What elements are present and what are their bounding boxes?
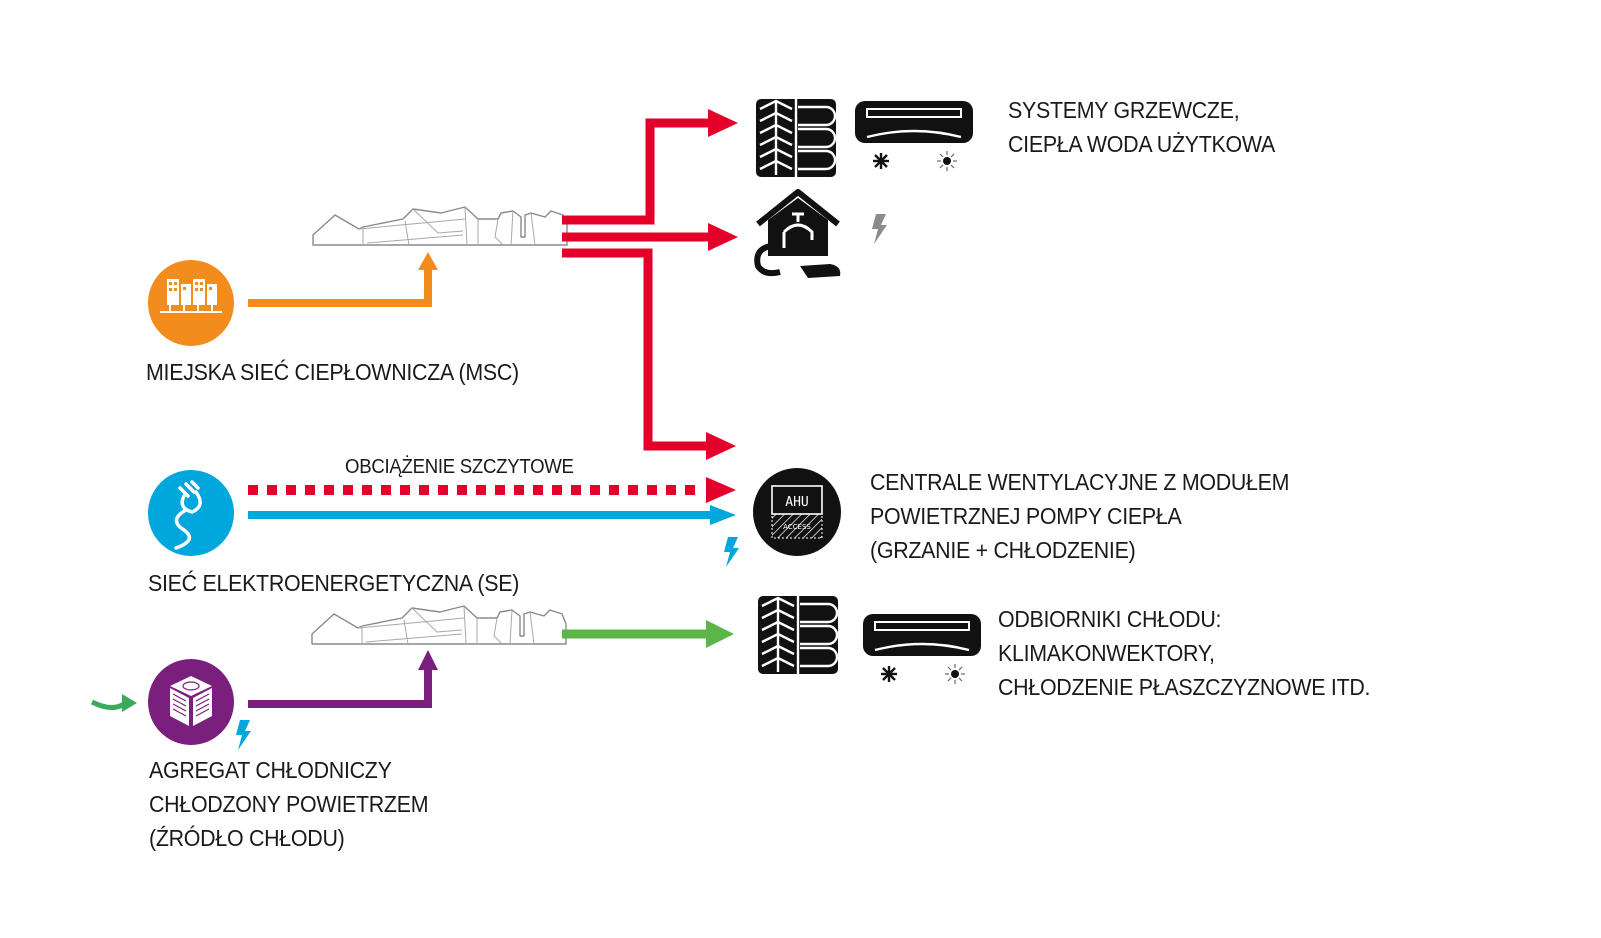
label-line: CHŁODZENIE PŁASZCZYZNOWE ITD. xyxy=(998,674,1371,700)
heat-arrowhead-heating xyxy=(708,109,738,137)
label-line: ODBIORNIKI CHŁODU: xyxy=(998,606,1222,632)
chiller-flow-arrow xyxy=(248,668,432,708)
peak-load-dash xyxy=(514,485,524,495)
label-line: SYSTEMY GRZEWCZE, xyxy=(1008,97,1240,123)
peak-load-dash xyxy=(457,485,467,495)
peak-load-dash xyxy=(552,485,562,495)
ahu-unit-icon: AHU ACCESS xyxy=(753,468,841,556)
peak-load-dash xyxy=(495,485,505,495)
peak-load-dash xyxy=(381,485,391,495)
lightning-bolt-icon xyxy=(724,537,739,567)
label-line: AGREGAT CHŁODNICZY xyxy=(149,757,392,783)
se-source-label: SIEĆ ELEKTROENERGETYCZNA (SE) xyxy=(148,570,520,596)
building-silhouette-bottom xyxy=(311,605,567,645)
split-ac-unit-icon xyxy=(861,612,983,686)
chiller-source-label: AGREGAT CHŁODNICZY CHŁODZONY POWIETRZEM … xyxy=(149,753,429,855)
peak-load-label: OBCIĄŻENIE SZCZYTOWE xyxy=(345,456,574,478)
peak-load-dash xyxy=(533,485,543,495)
peak-load-dash xyxy=(571,485,581,495)
ahu-label: AHU xyxy=(785,495,808,510)
house-water-tap-icon xyxy=(754,189,841,278)
air-intake-arrowhead xyxy=(122,694,137,712)
lightning-bolt-icon xyxy=(236,720,251,750)
heating-systems-label: SYSTEMY GRZEWCZE, CIEPŁA WODA UŻYTKOWA xyxy=(1008,93,1275,161)
peak-load-dash xyxy=(590,485,600,495)
ahu-label-text: CENTRALE WENTYLACYJNE Z MODUŁEM POWIETRZ… xyxy=(870,465,1289,567)
split-ac-unit-icon xyxy=(853,99,975,173)
cooling-receivers-label: ODBIORNIKI CHŁODU: KLIMAKONWEKTORY, CHŁO… xyxy=(998,602,1370,704)
peak-load-dash xyxy=(666,485,676,495)
peak-load-dash xyxy=(609,485,619,495)
peak-load-dash xyxy=(419,485,429,495)
peak-load-dash xyxy=(438,485,448,495)
heat-arrowhead-dhw xyxy=(708,223,738,251)
peak-load-dash xyxy=(685,485,695,495)
peak-load-dash xyxy=(476,485,486,495)
label-line: POWIETRZNEJ POMPY CIEPŁA xyxy=(870,503,1182,529)
chiller-arrowhead xyxy=(418,650,438,670)
power-plug-icon xyxy=(148,470,234,556)
peak-load-arrowhead xyxy=(706,477,736,503)
floor-heating-panel-icon xyxy=(756,594,840,676)
ahu-sublabel: ACCESS xyxy=(783,523,811,531)
label-line: KLIMAKONWEKTORY, xyxy=(998,640,1215,666)
peak-load-dash xyxy=(400,485,410,495)
label-line: CENTRALE WENTYLACYJNE Z MODUŁEM xyxy=(870,469,1290,495)
lightning-bolt-icon xyxy=(872,214,887,244)
air-intake-arrow xyxy=(90,699,126,710)
cooling-arrowhead xyxy=(706,620,734,648)
peak-load-dash xyxy=(248,485,258,495)
msc-source-label: MIEJSKA SIEĆ CIEPŁOWNICZA (MSC) xyxy=(146,359,519,385)
peak-load-dash xyxy=(628,485,638,495)
building-silhouette-top xyxy=(312,206,568,246)
peak-load-dashed-arrow xyxy=(248,485,695,495)
district-heating-flow-arrow xyxy=(248,268,432,307)
heat-arrowhead-ahu xyxy=(706,432,736,460)
label-line: CHŁODZONY POWIETRZEM xyxy=(149,791,429,817)
district-heating-icon xyxy=(148,260,234,346)
district-heating-arrowhead xyxy=(418,252,438,270)
label-line: (ŹRÓDŁO CHŁODU) xyxy=(149,825,345,851)
chiller-unit-icon xyxy=(148,659,234,745)
electric-arrowhead xyxy=(710,505,736,525)
peak-load-dash xyxy=(362,485,372,495)
floor-heating-panel-icon xyxy=(754,97,838,179)
peak-load-dash xyxy=(286,485,296,495)
peak-load-dash xyxy=(324,485,334,495)
peak-load-dash xyxy=(647,485,657,495)
heat-flow-arrows xyxy=(562,118,712,451)
peak-load-dash xyxy=(305,485,315,495)
label-line: (GRZANIE + CHŁODZENIE) xyxy=(870,537,1136,563)
label-line: CIEPŁA WODA UŻYTKOWA xyxy=(1008,131,1275,157)
peak-load-dash xyxy=(267,485,277,495)
peak-load-dash xyxy=(343,485,353,495)
